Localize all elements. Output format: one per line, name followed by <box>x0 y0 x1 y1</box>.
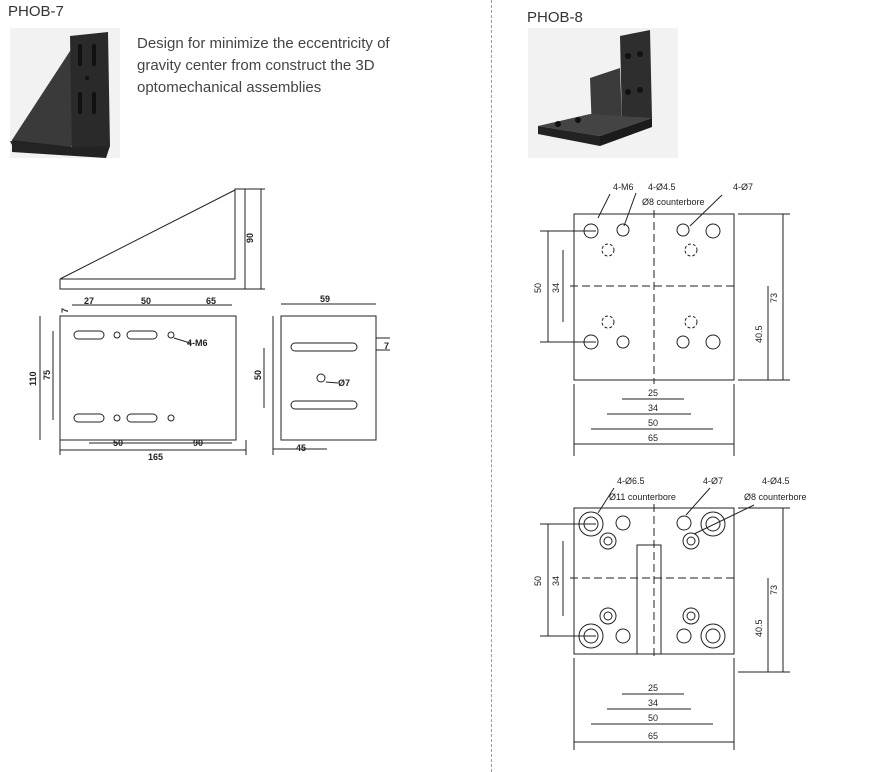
label-hole7: Ø7 <box>338 378 350 388</box>
dim-v34-top: 34 <box>551 283 561 293</box>
label-hole7-bottom: 4-Ø7 <box>703 476 723 486</box>
label-cb8-top: Ø8 counterbore <box>642 197 705 207</box>
label-hole7-top: 4-Ø7 <box>733 182 753 192</box>
product-title-phob8: PHOB-8 <box>527 9 583 26</box>
dim-h34-top: 34 <box>648 403 658 413</box>
label-hole45-top: 4-Ø4.5 <box>648 182 676 192</box>
dim-59: 59 <box>320 294 330 304</box>
dim-s7: 7 <box>384 341 389 351</box>
dim-b50: 50 <box>113 438 123 448</box>
dim-50: 50 <box>141 296 151 306</box>
dim-h25-top: 25 <box>648 388 658 398</box>
label-cb11-bottom: Ø11 counterbore <box>609 492 676 502</box>
phob7-drawings: 90 27 50 65 7 4-M6 110 75 50 90 165 59 7… <box>28 188 390 462</box>
dim-v405-bottom: 40.5 <box>754 619 764 637</box>
phob7-product-photo <box>10 28 120 158</box>
dim-h65-bottom: 65 <box>648 731 658 741</box>
dim-h34-bottom: 34 <box>648 698 658 708</box>
product-title-phob7: PHOB-7 <box>8 3 64 20</box>
dim-h50-bottom: 50 <box>648 713 658 723</box>
dim-v73-bottom: 73 <box>769 585 779 595</box>
label-m6: 4-M6 <box>187 338 208 348</box>
dim-27: 27 <box>84 296 94 306</box>
label-hole45-bottom: 4-Ø4.5 <box>762 476 790 486</box>
label-cb8-bottom: Ø8 counterbore <box>744 492 807 502</box>
dim-65: 65 <box>206 296 216 306</box>
dim-v34-bottom: 34 <box>551 576 561 586</box>
dim-165: 165 <box>148 452 163 462</box>
dim-height: 90 <box>245 233 255 243</box>
dim-v405-top: 40.5 <box>754 325 764 343</box>
dim-110: 110 <box>28 371 38 386</box>
dim-h65-top: 65 <box>648 433 658 443</box>
label-hole65-bottom: 4-Ø6.5 <box>617 476 645 486</box>
product-description: Design for minimize the eccentricity of … <box>137 35 390 96</box>
dim-7: 7 <box>60 308 70 313</box>
phob8-product-photo <box>528 28 678 158</box>
label-m6-top: 4-M6 <box>613 182 634 192</box>
column-divider <box>491 0 492 772</box>
dim-b90: 90 <box>193 438 203 448</box>
dim-75: 75 <box>42 370 52 380</box>
dim-h25-bottom: 25 <box>648 683 658 693</box>
dim-v50-top: 50 <box>533 283 543 293</box>
dim-v50-bottom: 50 <box>533 576 543 586</box>
dim-v73-top: 73 <box>769 293 779 303</box>
dim-45: 45 <box>296 443 306 453</box>
dim-h50-top: 50 <box>648 418 658 428</box>
dim-s50: 50 <box>253 370 263 380</box>
